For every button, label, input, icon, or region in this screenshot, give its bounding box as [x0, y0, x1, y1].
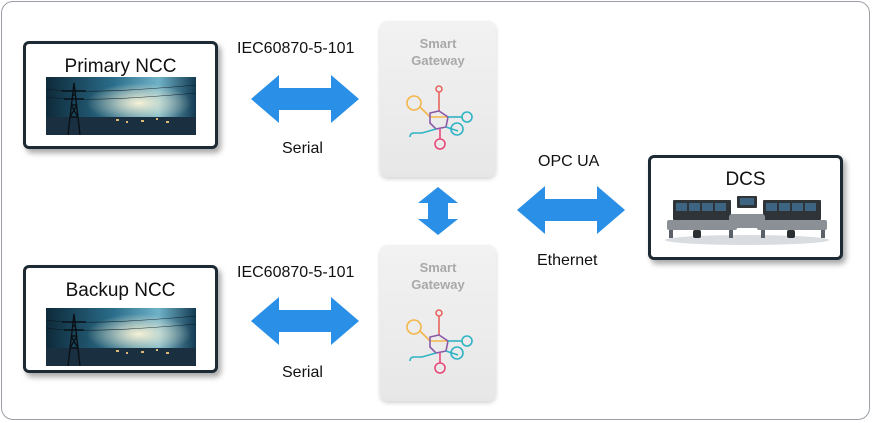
dcs-protocol-label: OPC UA [538, 153, 600, 170]
circuit-node-icon [400, 307, 480, 382]
backup-protocol-label: IEC60870-5-101 [237, 264, 355, 281]
gateway-title-line2: Gateway [411, 53, 465, 68]
smart-gateway-bottom-title: Smart Gateway [380, 259, 496, 293]
primary-ncc-node: Primary NCC [23, 41, 218, 149]
gateway-title-line1: Smart [419, 260, 457, 275]
power-transmission-photo [46, 308, 196, 366]
smart-gateway-top: Smart Gateway [380, 21, 496, 177]
primary-protocol-label: IEC60870-5-101 [237, 40, 355, 57]
backup-link-arrow [251, 297, 359, 345]
control-room-consoles-photo [663, 194, 831, 246]
gateway-title-line1: Smart [419, 36, 457, 51]
dcs-title: DCS [725, 169, 766, 190]
smart-gateway-bottom: Smart Gateway [380, 245, 496, 401]
backup-ncc-title: Backup NCC [65, 280, 176, 301]
gateway-sync-arrow [418, 187, 458, 235]
backup-medium-label: Serial [282, 364, 323, 381]
dcs-medium-label: Ethernet [537, 252, 598, 269]
dcs-link-arrow [517, 186, 625, 234]
dcs-node: DCS [648, 155, 843, 260]
primary-medium-label: Serial [282, 140, 323, 157]
smart-gateway-top-title: Smart Gateway [380, 35, 496, 69]
primary-ncc-title: Primary NCC [64, 56, 177, 77]
primary-link-arrow [251, 75, 359, 123]
circuit-node-icon [400, 83, 480, 158]
power-transmission-photo [46, 77, 196, 135]
backup-ncc-node: Backup NCC [23, 265, 218, 373]
gateway-title-line2: Gateway [411, 277, 465, 292]
